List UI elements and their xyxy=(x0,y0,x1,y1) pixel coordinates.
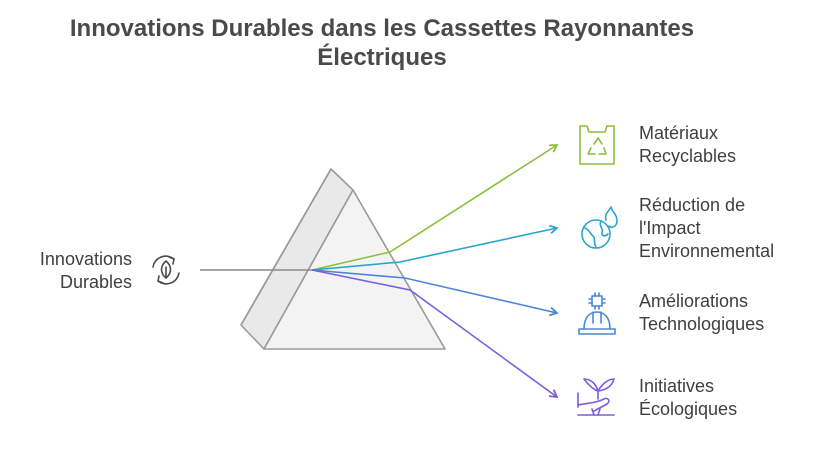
plant-hand-icon xyxy=(577,378,615,416)
source-label: Innovations Durables xyxy=(40,248,132,294)
beam-tech-improvements xyxy=(311,269,559,317)
source-label-line-1: Innovations xyxy=(39,249,132,269)
output-label-line: Améliorations xyxy=(639,291,749,311)
diagram-title: Innovations Durables dans les Cassettes … xyxy=(0,14,764,72)
output-label-line: Recyclables xyxy=(639,146,737,166)
recycle-bin-icon xyxy=(579,125,615,165)
beam-recyclable-materials xyxy=(311,144,559,271)
title-line-2: Électriques xyxy=(317,44,447,71)
output-label-line: Réduction de xyxy=(639,195,746,215)
output-label-recyclable-materials: Matériaux Recyclables xyxy=(639,122,736,168)
output-label-line: Matériaux xyxy=(639,123,719,143)
output-label-line: Écologiques xyxy=(639,399,738,419)
output-label-line: Technologiques xyxy=(639,314,765,334)
output-label-impact-reduction: Réduction de l'Impact Environnemental xyxy=(639,194,774,263)
output-label-line: Initiatives xyxy=(639,376,715,396)
source-label-line-2: Durables xyxy=(59,272,132,292)
globe-fire-icon xyxy=(581,206,618,249)
chip-hardhat-icon xyxy=(578,292,616,335)
output-label-line: Environnemental xyxy=(639,241,775,261)
recycle-leaf-icon xyxy=(152,255,180,285)
beam-impact-reduction xyxy=(311,224,559,271)
output-label-line: l'Impact xyxy=(639,218,701,238)
output-label-tech-improvements: Améliorations Technologiques xyxy=(639,290,764,336)
beam-eco-initiatives xyxy=(311,269,559,399)
title-line-1: Innovations Durables dans les Cassettes … xyxy=(69,15,695,42)
output-label-eco-initiatives: Initiatives Écologiques xyxy=(639,375,737,421)
